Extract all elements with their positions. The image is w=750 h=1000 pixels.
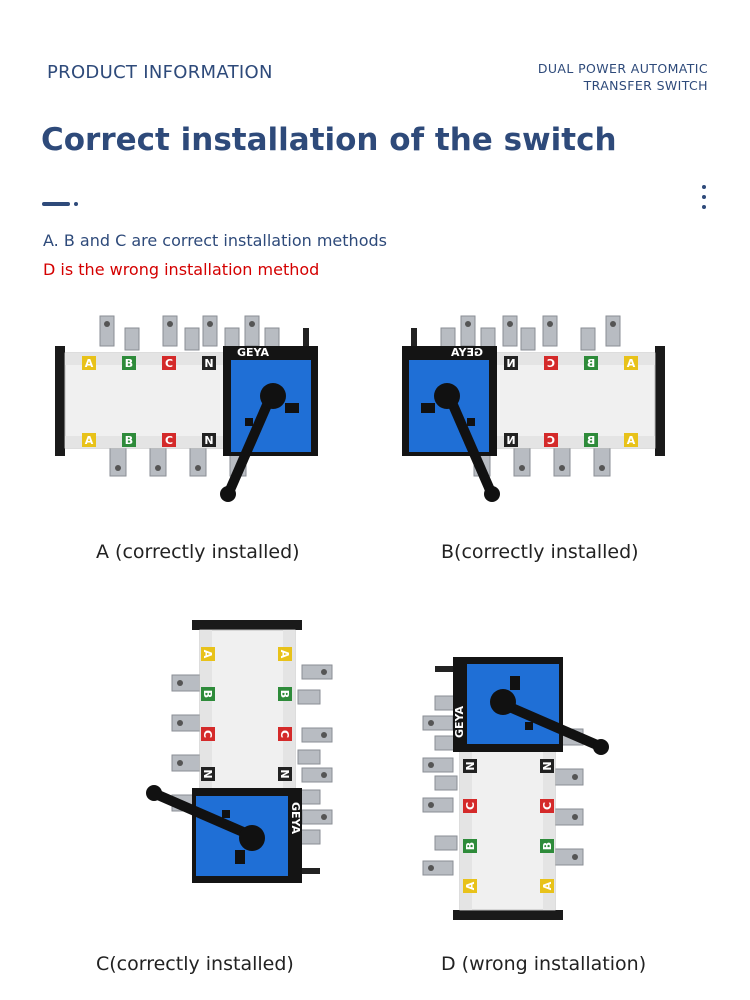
title-underline — [42, 202, 70, 206]
caption-d: D (wrong installation) — [441, 953, 647, 975]
page-title: Correct installation of the switch — [41, 122, 617, 158]
more-dots-icon — [702, 185, 706, 215]
product-category-line2: TRANSFER SWITCH — [583, 78, 708, 93]
product-category-line1: DUAL POWER AUTOMATIC — [537, 61, 708, 76]
note-correct: A. B and C are correct installation meth… — [43, 231, 387, 250]
photo-b-switch — [400, 308, 680, 538]
product-category: DUAL POWER AUTOMATIC TRANSFER SWITCH — [538, 60, 708, 94]
caption-b: B(correctly installed) — [441, 541, 639, 563]
section-label: PRODUCT INFORMATION — [47, 62, 273, 83]
caption-a: A (correctly installed) — [96, 541, 300, 563]
photo-d-switch — [395, 620, 665, 940]
caption-c: C(correctly installed) — [96, 953, 294, 975]
note-wrong: D is the wrong installation method — [43, 260, 320, 279]
photo-a-switch — [55, 308, 335, 538]
photo-c-switch — [90, 610, 360, 930]
title-underline-dot — [74, 202, 78, 206]
